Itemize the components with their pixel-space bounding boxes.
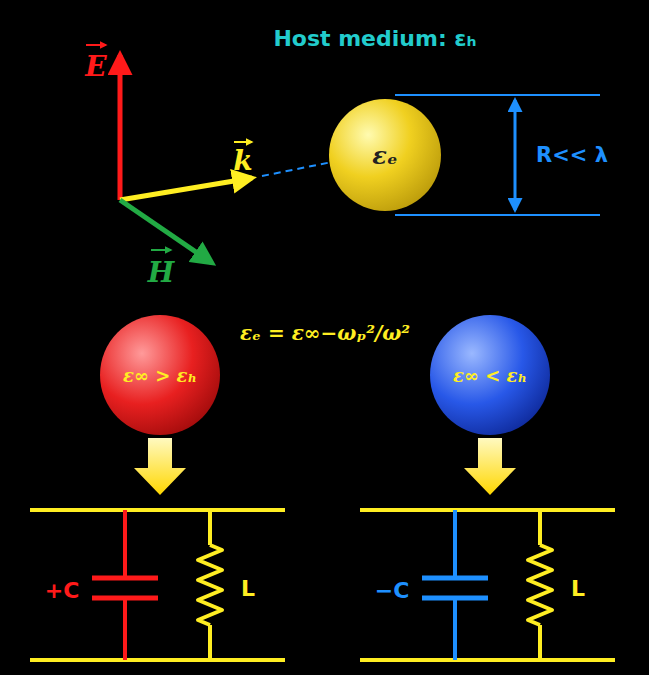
negative-sphere: ε∞ < εₕ <box>430 315 550 435</box>
inductor-symbol <box>528 545 552 625</box>
sphere-label: εₑ <box>372 141 397 170</box>
right-circuit <box>360 510 615 660</box>
vector-symbol: k <box>233 144 252 177</box>
capacitor-label: +C <box>45 578 80 603</box>
k-vector <box>120 178 252 200</box>
capacitor-symbol <box>422 576 488 581</box>
e-field-vector <box>118 55 123 200</box>
dimension-line <box>395 214 600 216</box>
capacitor-label: −C <box>375 578 410 603</box>
dimension-label: R<< λ <box>536 143 608 167</box>
medium-title: Host medium: εₕ <box>273 26 476 51</box>
inductor-label: L <box>571 576 585 601</box>
inductor-label: L <box>241 576 255 601</box>
capacitor-symbol <box>123 598 127 660</box>
capacitor-symbol <box>123 510 127 578</box>
capacitor-symbol <box>92 576 158 581</box>
dimension-arrow <box>514 100 517 210</box>
vector-symbol: E <box>85 50 106 83</box>
particle-sphere: εₑ <box>329 99 441 211</box>
vector-accent <box>86 44 106 46</box>
capacitor-symbol <box>453 510 457 578</box>
vector-accent <box>151 249 171 251</box>
left-circuit <box>30 510 285 660</box>
sphere-label: ε∞ < εₕ <box>453 365 527 386</box>
sphere-label: ε∞ > εₕ <box>123 365 197 386</box>
propagation-line <box>262 162 332 176</box>
inductor-symbol <box>198 545 222 625</box>
h-field-vector <box>120 200 212 263</box>
dimension-line <box>395 94 600 96</box>
block-arrow <box>134 438 186 495</box>
vector-symbol: H <box>148 256 174 289</box>
vector-accent <box>234 141 252 143</box>
capacitor-symbol <box>453 598 457 660</box>
positive-sphere: ε∞ > εₕ <box>100 315 220 435</box>
block-arrow <box>464 438 516 495</box>
drude-equation: εₑ = ε∞−ωₚ²/ω² <box>240 321 410 345</box>
